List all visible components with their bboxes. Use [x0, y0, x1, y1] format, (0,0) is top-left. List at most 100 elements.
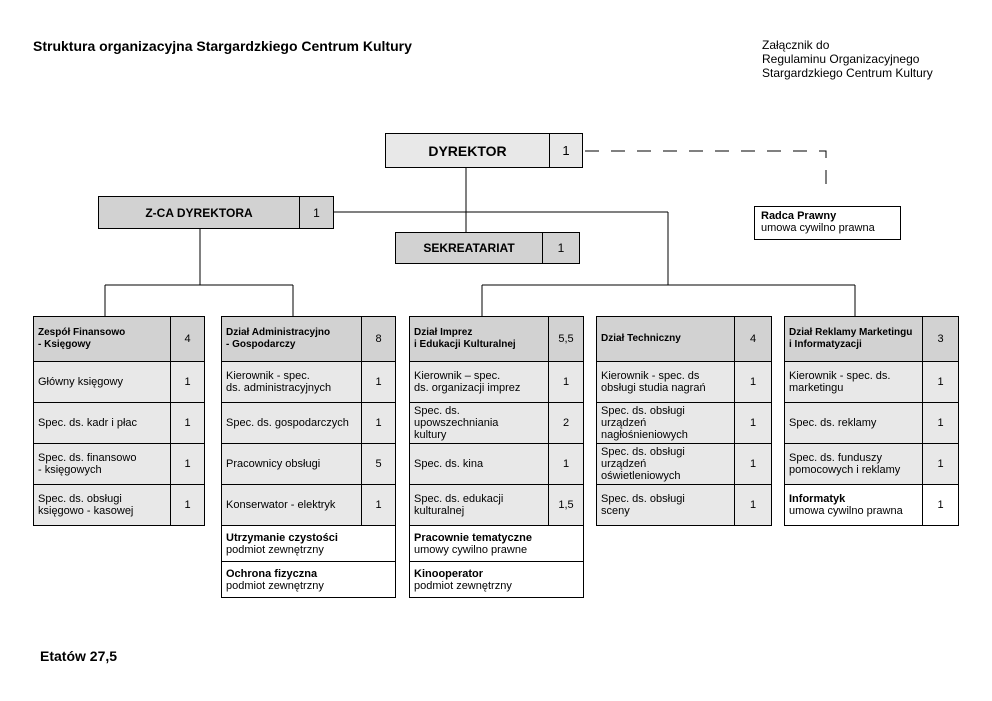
secretariat-box: SEKREATARIAT 1 [395, 232, 580, 264]
position-count: 1 [361, 485, 395, 525]
external-position-title: Informatyk [789, 493, 846, 505]
deputy-count: 1 [299, 197, 333, 228]
position-count: 1 [170, 362, 204, 402]
external-service-note: podmiot zewnętrzny [226, 543, 324, 556]
position-row: Spec. ds. reklamy 1 [784, 402, 959, 444]
position-count: 1 [734, 362, 771, 402]
legal-advisor-title: Radca Prawny [761, 210, 837, 222]
position-count: 1 [922, 403, 958, 443]
legal-advisor-note: umowa cywilno prawna [761, 222, 875, 234]
position-count: 5 [361, 444, 395, 484]
position-count: 1 [922, 485, 958, 525]
department-name: Zespół Finansowo - Księgowy [38, 327, 126, 350]
position-count: 1 [734, 485, 771, 525]
position-name: Spec. ds. finansowo- księgowych [38, 452, 137, 476]
position-count: 1 [548, 362, 583, 402]
external-service-note: podmiot zewnętrzny [226, 579, 324, 592]
position-count: 1 [170, 403, 204, 443]
department-count: 8 [361, 317, 395, 361]
total-positions: Etatów 27,5 [40, 648, 118, 664]
department-name: Dział Techniczny [601, 333, 681, 344]
position-row: Kierownik - spec.ds. administracyjnych 1 [221, 361, 396, 403]
position-row: Główny księgowy 1 [33, 361, 205, 403]
department-header: Dział Administracyjno- Gospodarczy 8 [221, 316, 396, 362]
external-service-title: Kinooperator [414, 567, 484, 580]
attachment-line: Stargardzkiego Centrum Kultury [762, 66, 933, 80]
department-count: 4 [170, 317, 204, 361]
external-service-note: podmiot zewnętrzny [414, 579, 512, 592]
position-count: 1 [548, 444, 583, 484]
attachment-note: Załącznik do Regulaminu Organizacyjnego … [762, 38, 933, 80]
department-count: 5,5 [548, 317, 583, 361]
position-count: 1 [734, 403, 771, 443]
position-name: Spec. ds. reklamy [789, 417, 877, 429]
position-name: Pracownicy obsługi [226, 458, 321, 470]
position-row: Kierownik - spec. ds.marketingu 1 [784, 361, 959, 403]
position-row: Spec. ds. kadr i płac 1 [33, 402, 205, 444]
department-header: Dział Imprez i Edukacji Kulturalnej 5,5 [409, 316, 584, 362]
position-row: Konserwator - elektryk 1 [221, 484, 396, 526]
position-name: Spec. ds. gospodarczych [226, 417, 349, 429]
deputy-label: Z-CA DYREKTORA [145, 205, 253, 220]
position-count: 2 [548, 403, 583, 443]
department-header: Zespół Finansowo - Księgowy 4 [33, 316, 205, 362]
position-count: 1 [170, 444, 204, 484]
position-count: 1,5 [548, 485, 583, 525]
external-service-title: Utrzymanie czystości [226, 531, 338, 544]
external-service-title: Ochrona fizyczna [226, 567, 318, 580]
external-service-note: umowy cywilno prawne [414, 543, 528, 556]
position-name: Konserwator - elektryk [226, 499, 336, 511]
position-name: Kierownik – spec.ds. organizacji imprez [414, 370, 521, 394]
position-count: 1 [922, 444, 958, 484]
position-name: Kierownik - spec.ds. administracyjnych [226, 370, 332, 394]
external-service-title: Pracownie tematyczne [414, 531, 532, 544]
attachment-line: Regulaminu Organizacyjnego [762, 52, 920, 66]
position-count: 1 [170, 485, 204, 525]
director-label: DYREKTOR [428, 142, 507, 159]
director-count: 1 [549, 134, 582, 167]
attachment-line: Załącznik do [762, 38, 830, 52]
position-name: Kierownik - spec. ds.marketingu [789, 370, 891, 394]
page-title: Struktura organizacyjna Stargardzkiego C… [33, 38, 412, 54]
department-count: 3 [922, 317, 958, 361]
position-row: Pracownicy obsługi 5 [221, 443, 396, 485]
position-name: Spec. ds. kadr i płac [38, 417, 138, 429]
position-count: 1 [361, 362, 395, 402]
department-header: Dział Techniczny 4 [596, 316, 772, 362]
position-count: 1 [922, 362, 958, 402]
director-box: DYREKTOR 1 [385, 133, 583, 168]
department-name: Dział Imprez i Edukacji Kulturalnej [414, 327, 516, 350]
department-count: 4 [734, 317, 771, 361]
position-row: Spec. ds. finansowo- księgowych 1 [33, 443, 205, 485]
position-row: Kierownik – spec.ds. organizacji imprez 1 [409, 361, 584, 403]
secretariat-label: SEKREATARIAT [423, 241, 515, 255]
position-name: Główny księgowy [38, 376, 123, 388]
department-name: Dział Administracyjno- Gospodarczy [226, 327, 331, 350]
secretariat-count: 1 [542, 233, 579, 263]
